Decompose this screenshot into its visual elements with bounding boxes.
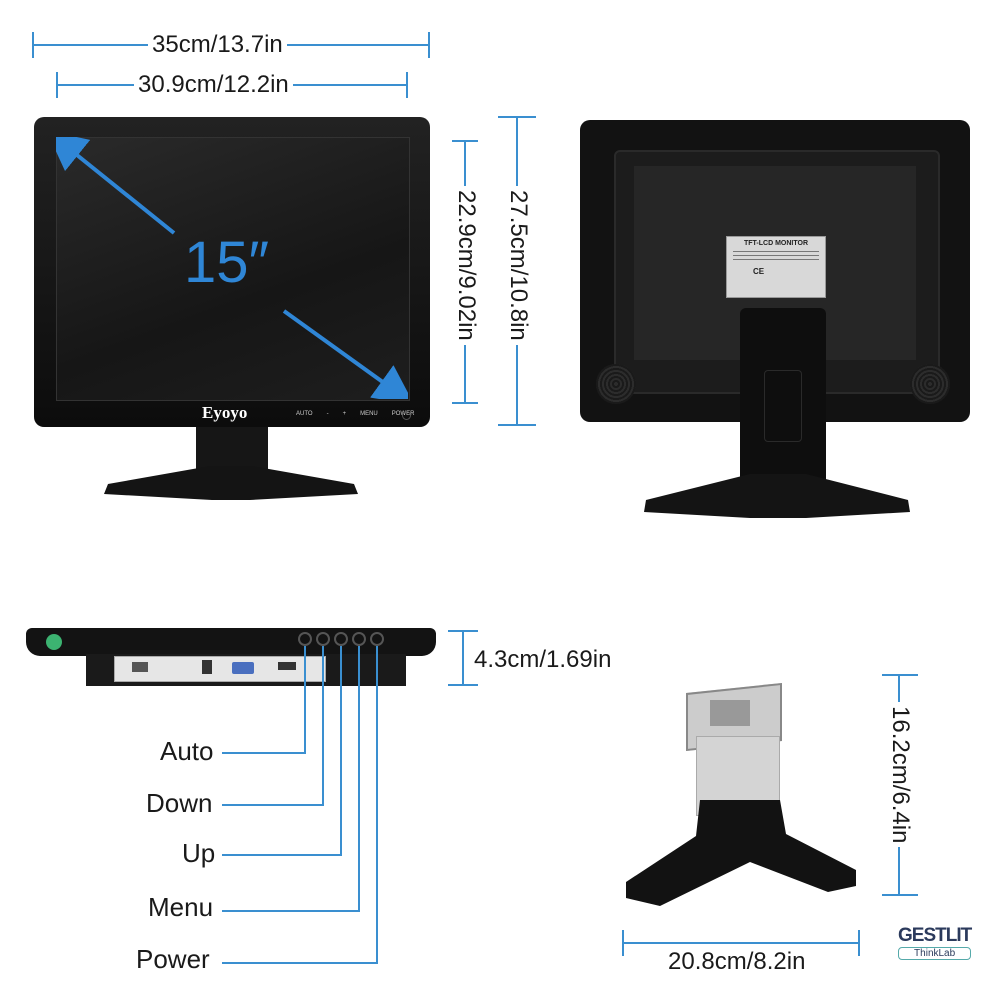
top-buttons bbox=[298, 632, 388, 646]
screen-width-label: 30.9cm/12.2in bbox=[134, 71, 293, 99]
speaker-left-icon bbox=[596, 364, 636, 404]
diagonal-size-label: 15″ bbox=[184, 230, 270, 295]
outer-height-label: 27.5cm/10.8in bbox=[504, 186, 532, 345]
up-callout: Up bbox=[182, 838, 216, 868]
depth-label: 4.3cm/1.69in bbox=[470, 646, 616, 674]
stand-height-label: 16.2cm/6.4in bbox=[886, 702, 914, 848]
screen-height-dimension: 22.9cm/9.02in bbox=[450, 140, 480, 404]
power-button-icon bbox=[370, 632, 384, 646]
down-button-icon bbox=[316, 632, 330, 646]
screen-width-dimension: 30.9cm/12.2in bbox=[56, 70, 408, 100]
up-button-icon bbox=[334, 632, 348, 646]
back-stand-base bbox=[644, 474, 910, 518]
monitor-top-view bbox=[26, 628, 436, 688]
brand-logo: Eyoyo bbox=[202, 403, 248, 422]
outer-width-label: 35cm/13.7in bbox=[148, 31, 287, 59]
power-indicator-icon bbox=[402, 411, 411, 420]
monitor-front: 15″ Eyoyo AUTO - + MENU POWER bbox=[34, 117, 430, 427]
menu-callout: Menu bbox=[148, 892, 214, 922]
usb-port-icon bbox=[132, 662, 148, 672]
screen-height-label: 22.9cm/9.02in bbox=[452, 186, 480, 345]
auto-button-icon bbox=[298, 632, 312, 646]
vga-port-icon bbox=[232, 662, 254, 674]
diagonal-arrow-icon bbox=[56, 137, 408, 399]
depth-dimension bbox=[444, 630, 484, 686]
front-stand-neck bbox=[196, 427, 268, 473]
stand-detail bbox=[620, 680, 860, 920]
outer-width-dimension: 35cm/13.7in bbox=[32, 30, 430, 60]
product-label: TFT-LCD MONITOR CE bbox=[726, 236, 826, 298]
power-callout: Power bbox=[136, 944, 210, 974]
down-callout: Down bbox=[146, 788, 213, 818]
dc-port-icon bbox=[202, 660, 212, 674]
status-led-icon bbox=[46, 634, 62, 650]
menu-button-icon bbox=[352, 632, 366, 646]
speaker-right-icon bbox=[910, 364, 950, 404]
auto-callout: Auto bbox=[160, 736, 214, 766]
hdmi-port-icon bbox=[278, 662, 296, 670]
stand-height-dimension: 16.2cm/6.4in bbox=[880, 674, 920, 896]
back-stand-arm bbox=[740, 308, 826, 496]
front-stand-base bbox=[104, 466, 358, 500]
stand-width-label: 20.8cm/8.2in bbox=[664, 948, 810, 976]
outer-height-dimension: 27.5cm/10.8in bbox=[498, 116, 538, 426]
front-button-labels: AUTO - + MENU POWER bbox=[296, 411, 415, 417]
stand-width-dimension bbox=[622, 928, 860, 958]
watermark-logo: GESTLIT ThinkLab bbox=[898, 925, 972, 960]
